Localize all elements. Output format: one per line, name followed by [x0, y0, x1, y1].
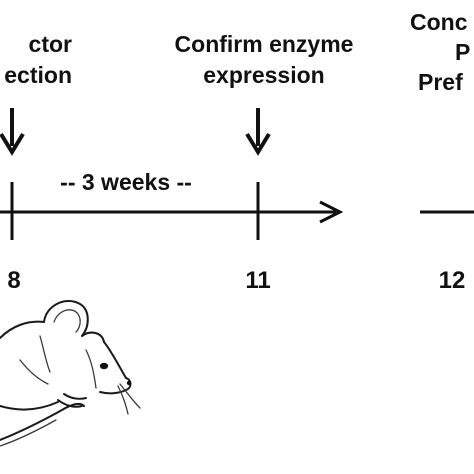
event-label-line: Confirm enzyme: [175, 31, 354, 57]
event-label-line: expression: [203, 62, 324, 88]
event-label-line: ection: [4, 62, 72, 88]
down-arrow-icon: [245, 108, 271, 156]
event-label-confirm-expression: Confirm enzyme expression: [175, 31, 354, 88]
event-label-line: P: [455, 39, 470, 65]
mouse-illustration: [0, 300, 141, 447]
timepoint-label: 8: [7, 267, 20, 294]
event-label-line: ctor: [29, 31, 73, 57]
interval-label: -- 3 weeks --: [60, 169, 192, 195]
timepoint-label: 11: [245, 267, 270, 294]
timepoint-label: 12: [439, 267, 466, 294]
event-label-line: Pref: [418, 69, 463, 95]
event-label-line: Conc: [410, 9, 468, 35]
event-label-conduct-assay: Conc P Pref: [410, 9, 470, 95]
timeline-axis: [0, 182, 344, 240]
down-arrow-icon: [0, 108, 25, 156]
event-label-vector-injection: ctor ection: [4, 31, 72, 88]
